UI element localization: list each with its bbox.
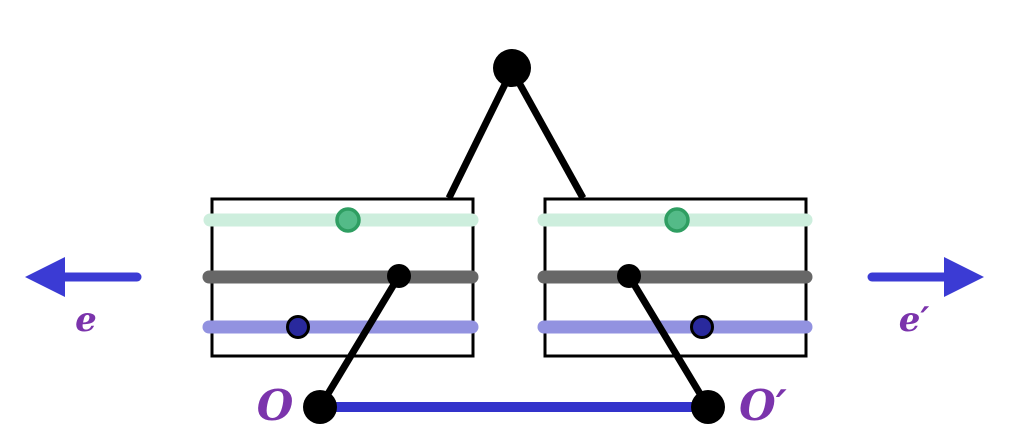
right-node-to-origin-edge: [626, 274, 711, 409]
left-arrow-head-icon: [25, 257, 65, 297]
right-axis-label: e′: [899, 300, 930, 340]
right-navy-token: [690, 315, 714, 339]
left-gray-track-node-dot: [387, 264, 411, 288]
origin-label: O: [257, 381, 294, 430]
left-node-to-origin-edge: [317, 274, 402, 409]
origin-node-dot: [303, 390, 337, 424]
right-gray-track-node-dot: [617, 264, 641, 288]
origin-prime-label: O′: [739, 381, 787, 430]
right-green-token: [664, 207, 690, 233]
left-navy-token: [286, 315, 310, 339]
right-arrow-head-icon: [944, 257, 984, 297]
apex-left-edge: [445, 68, 516, 200]
left-axis-label: e: [75, 300, 97, 340]
apex-right-edge: [508, 68, 587, 200]
origin-prime-node-dot: [691, 390, 725, 424]
left-green-token: [335, 207, 361, 233]
apex-node-dot: [493, 49, 531, 87]
